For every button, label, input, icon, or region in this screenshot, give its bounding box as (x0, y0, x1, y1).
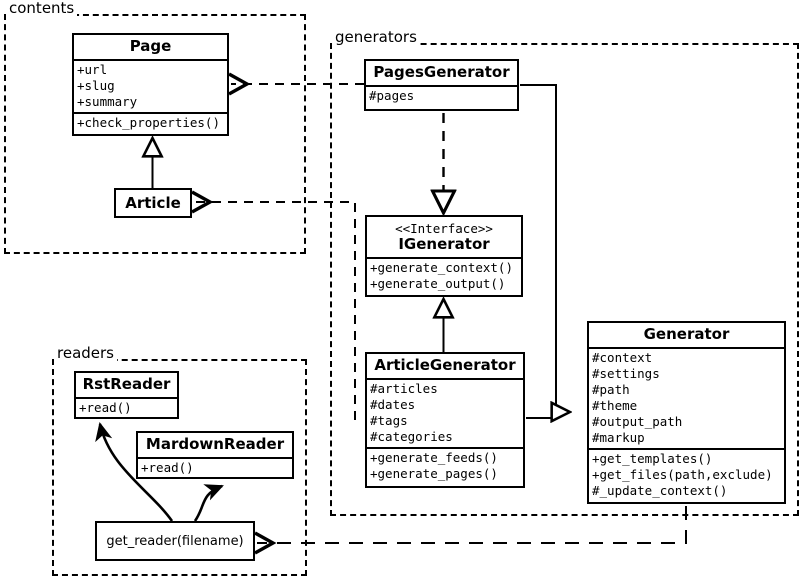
class-rstreader-operations: +read() (76, 399, 177, 418)
operation: +generate_context() (370, 260, 513, 275)
class-igenerator-stereotype: <<Interface>> (395, 221, 493, 236)
attribute: #context (592, 350, 653, 365)
class-mardownreader[interactable]: MardownReader +read() (136, 431, 294, 479)
operation: +read() (141, 460, 194, 475)
class-article-title: Article (125, 193, 181, 212)
operation: +check_properties() (77, 115, 220, 130)
divider (76, 397, 177, 399)
class-igenerator-title: <<Interface>> IGenerator (367, 217, 521, 257)
package-generators-label: generators (332, 29, 420, 45)
attribute: +url (77, 62, 108, 77)
divider (138, 457, 292, 459)
class-page[interactable]: Page +url +slug +summary +check_properti… (72, 33, 229, 136)
attribute: #output_path (592, 414, 683, 429)
attribute: #categories (370, 429, 453, 444)
class-article[interactable]: Article (114, 188, 192, 218)
class-page-title: Page (129, 37, 172, 55)
class-mardownreader-title: MardownReader (145, 435, 285, 453)
attribute: #path (592, 382, 630, 397)
divider (74, 112, 227, 114)
class-generator-title: Generator (643, 325, 730, 343)
attribute: #settings (592, 366, 660, 381)
divider (589, 448, 784, 450)
package-readers-label: readers (54, 345, 117, 361)
attribute: #dates (370, 397, 416, 412)
attribute: +summary (77, 94, 138, 109)
class-articlegenerator-title: ArticleGenerator (374, 356, 516, 374)
operation: +get_files(path,exclude) (592, 467, 773, 482)
class-page-operations: +check_properties() (74, 114, 227, 133)
class-pagesgenerator-attributes: #pages (366, 87, 517, 106)
class-generator-attributes: #context #settings #path #theme #output_… (589, 349, 784, 448)
class-pagesgenerator-title: PagesGenerator (373, 63, 510, 81)
class-generator[interactable]: Generator #context #settings #path #them… (587, 321, 786, 504)
class-generator-operations: +get_templates() +get_files(path,exclude… (589, 450, 784, 501)
attribute: +slug (77, 78, 115, 93)
divider (74, 59, 227, 61)
divider (367, 447, 523, 449)
class-igenerator-name: IGenerator (398, 235, 490, 253)
class-page-attributes: +url +slug +summary (74, 61, 227, 112)
divider (367, 257, 521, 259)
class-articlegenerator-operations: +generate_feeds() +generate_pages() (367, 449, 523, 484)
function-get-reader-label: get_reader(filename) (106, 533, 244, 549)
attribute: #tags (370, 413, 408, 428)
class-pagesgenerator[interactable]: PagesGenerator #pages (364, 59, 519, 111)
divider (366, 85, 517, 87)
class-articlegenerator[interactable]: ArticleGenerator #articles #dates #tags … (365, 352, 525, 488)
package-generators (330, 43, 799, 516)
divider (367, 378, 523, 380)
operation: +generate_feeds() (370, 450, 498, 465)
operation: +generate_pages() (370, 466, 498, 481)
attribute: #articles (370, 381, 438, 396)
package-contents-label: contents (6, 0, 78, 16)
attribute: #markup (592, 430, 645, 445)
class-igenerator[interactable]: <<Interface>> IGenerator +generate_conte… (365, 215, 523, 297)
package-readers (52, 359, 307, 576)
class-rstreader-title: RstReader (82, 375, 171, 393)
package-contents (4, 14, 306, 254)
operation: +get_templates() (592, 451, 713, 466)
operation: +read() (79, 400, 132, 415)
divider (589, 347, 784, 349)
class-rstreader[interactable]: RstReader +read() (74, 371, 179, 419)
class-mardownreader-operations: +read() (138, 459, 292, 478)
function-get-reader[interactable]: get_reader(filename) (95, 521, 255, 561)
operation: +generate_output() (370, 276, 506, 291)
class-igenerator-operations: +generate_context() +generate_output() (367, 259, 521, 294)
attribute: #theme (592, 398, 638, 413)
class-articlegenerator-attributes: #articles #dates #tags #categories (367, 380, 523, 447)
attribute: #pages (369, 88, 415, 103)
operation: #_update_context() (592, 483, 728, 498)
